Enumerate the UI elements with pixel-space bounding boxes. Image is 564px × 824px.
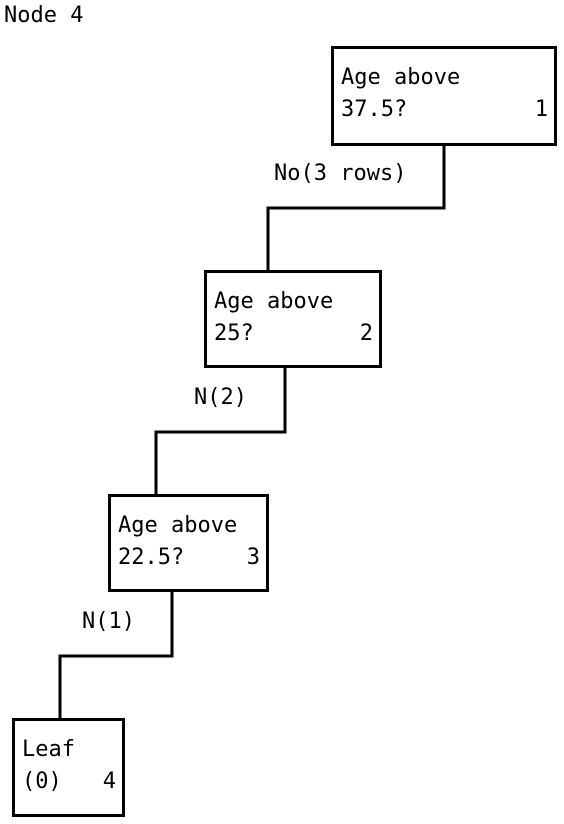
node-2-line2: 25? [214,321,254,346]
edge-label-1-2: No(3 rows) [272,160,409,188]
node-3-line1: Age above [118,513,238,538]
node-3-number: 3 [246,545,260,570]
edge-line-3-4 [58,592,174,720]
tree-node-1: Age above 37.5? 1 [331,46,557,146]
edge-line-1-2 [266,146,446,272]
node-2-line1: Age above [214,289,334,314]
edge-label-2-3: N(2) [192,384,249,412]
node-1-line2: 37.5? [341,97,408,122]
tree-node-3: Age above 22.5? 3 [108,494,269,592]
tree-node-2: Age above 25? 2 [204,270,382,368]
node-3-line2: 22.5? [118,545,185,570]
node-1-line1: Age above [341,65,461,90]
edge-label-3-4: N(1) [80,608,137,636]
edge-line-2-3 [154,368,287,496]
node-4-number: 4 [102,769,116,794]
node-4-line1: Leaf [22,737,75,762]
tree-node-4: Leaf (0) 4 [12,718,125,817]
node-4-line2: (0) [22,769,62,794]
node-2-number: 2 [359,321,373,346]
page-title: Node 4 [4,3,84,28]
node-1-number: 1 [534,97,548,122]
